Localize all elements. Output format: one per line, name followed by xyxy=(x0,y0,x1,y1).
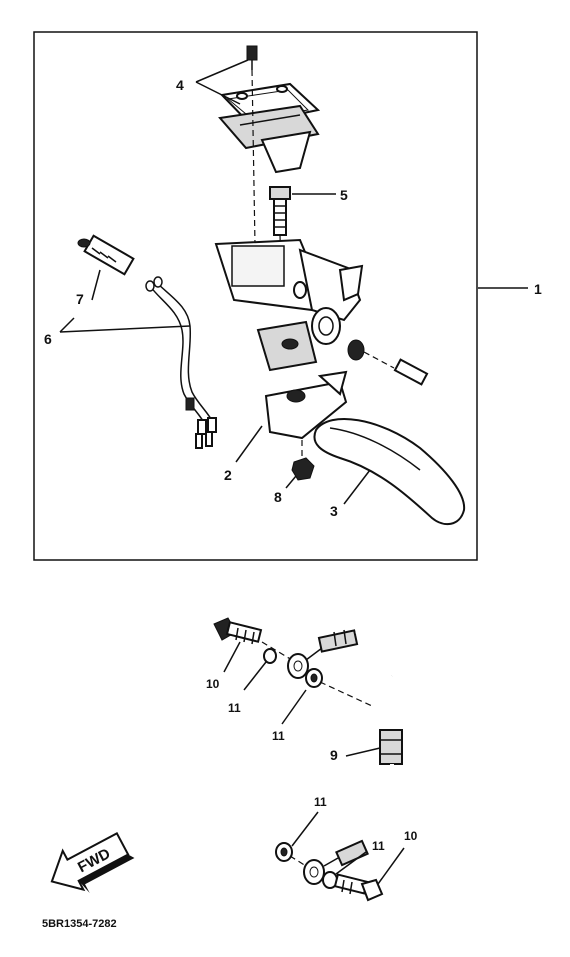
switch-lead-wire xyxy=(145,276,217,449)
callout-9: 9 xyxy=(330,747,338,763)
callout-7: 7 xyxy=(76,291,84,307)
callout-8: 8 xyxy=(274,489,282,505)
callout-11: 11 xyxy=(314,795,327,809)
drawing-code: 5BR1354-7282 xyxy=(42,918,117,930)
callout-4: 4 xyxy=(176,77,184,93)
brake-lever xyxy=(313,418,466,526)
pivot-bolt xyxy=(269,186,291,236)
union-bolt-bottom xyxy=(333,873,384,902)
adjuster-screw xyxy=(347,339,429,386)
hose-fitting-bottom xyxy=(303,839,369,885)
union-bolt-top xyxy=(213,617,263,645)
brake-switch xyxy=(77,234,135,276)
master-cylinder-body xyxy=(214,238,364,372)
fwd-arrow-icon: FWD xyxy=(50,831,135,894)
hose-fitting-top xyxy=(287,629,359,679)
callout-10: 10 xyxy=(404,829,418,843)
hose-clamp xyxy=(379,729,403,765)
callout-11: 11 xyxy=(272,729,285,743)
callout-3: 3 xyxy=(330,503,338,519)
callout-10: 10 xyxy=(206,677,220,691)
callout-11: 11 xyxy=(228,701,241,715)
callout-11: 11 xyxy=(372,839,385,853)
callout-1: 1 xyxy=(534,281,542,297)
reservoir-diaphragm xyxy=(218,104,320,174)
callout-6: 6 xyxy=(44,331,52,347)
washer xyxy=(263,648,277,664)
lever-nut xyxy=(291,440,315,481)
cap-screw xyxy=(246,45,258,70)
lever-holder xyxy=(264,370,348,440)
callout-5: 5 xyxy=(340,187,348,203)
assembly-frame xyxy=(33,31,478,561)
callout-2: 2 xyxy=(224,467,232,483)
